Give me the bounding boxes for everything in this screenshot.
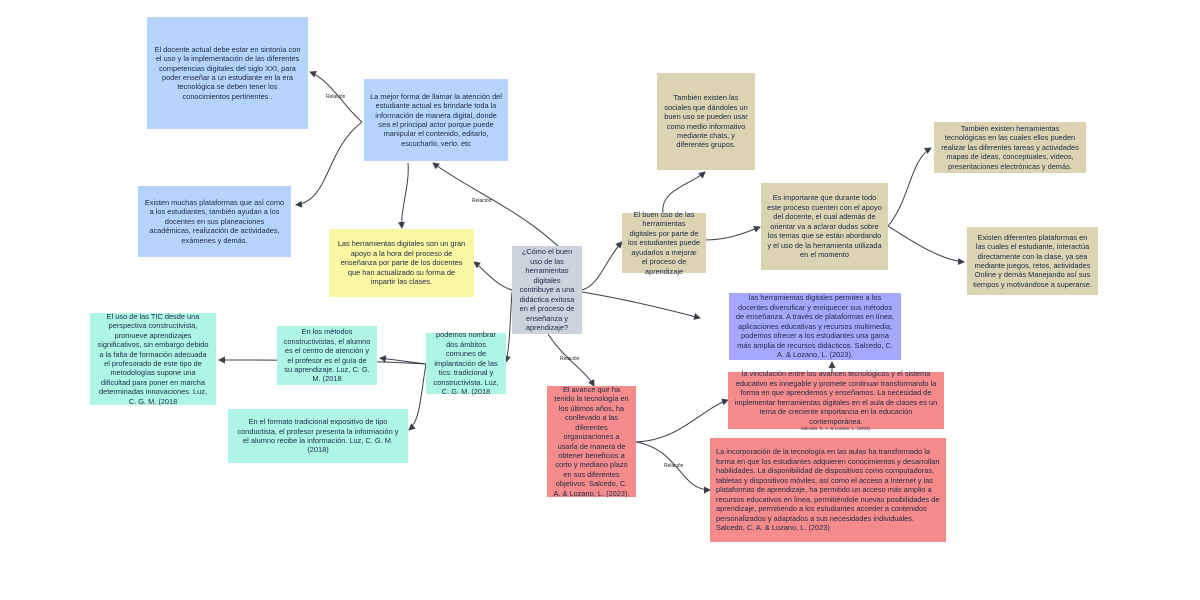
link-center-purple — [581, 291, 701, 320]
node-mint-center[interactable]: podemos nombrar dos ámbitos comunes de i… — [426, 330, 506, 396]
link-label-relacion: Relación — [326, 94, 346, 100]
link-tancenter-rightbottom — [887, 225, 965, 265]
link-tancenter-righttop — [887, 147, 932, 227]
link-mintcenter-mintmid — [379, 355, 427, 365]
node-blue-main[interactable]: La mejor forma de llamar la atención del… — [364, 79, 508, 161]
link-blue-top — [309, 70, 363, 123]
node-tan-center[interactable]: Es importante que durante todo este proc… — [761, 183, 888, 270]
link-label-relacion: Relación — [664, 463, 684, 469]
node-yellow[interactable]: Las herramientas digitales son un gran a… — [329, 229, 474, 297]
link-mintcenter-mintbottom — [408, 363, 427, 431]
node-red-main[interactable]: El avance que ha tenido la tecnología en… — [547, 385, 636, 498]
red-top-citation: Salcedo, C. A. & Lozano, L. (2023). — [800, 426, 872, 432]
node-tan-top[interactable]: También existen las sociales que dándole… — [657, 73, 755, 170]
node-mint-mid[interactable]: En los métodos constructivistas, el alum… — [277, 326, 377, 385]
link-red-redbottom — [635, 441, 711, 494]
node-tan-right-top[interactable]: También existen herramientas tecnológica… — [934, 122, 1086, 173]
link-blue-yellow — [397, 162, 409, 229]
link-center-blue — [432, 162, 561, 249]
node-mint-bottom[interactable]: En el formato tradicional expositivo de … — [228, 409, 408, 463]
link-center-red — [547, 333, 595, 387]
node-purple[interactable]: las herramientas digitales permiten a lo… — [729, 293, 901, 360]
node-tan-mid[interactable]: El buen uso de las herramientas digitale… — [622, 210, 706, 276]
node-tan-right-bottom[interactable]: Existen diferentes plataformas en las cu… — [967, 227, 1098, 295]
link-label-relacion: Relación — [472, 198, 492, 204]
node-blue-top[interactable]: El docente actual debe estar en sintonía… — [147, 17, 308, 129]
node-blue-left[interactable]: Existen muchas plataformas que así como … — [138, 186, 291, 257]
link-tanmid-tantop — [662, 171, 706, 214]
node-red-bottom[interactable]: La incorporación de la tecnología en las… — [710, 438, 946, 542]
link-red-redtop — [635, 398, 729, 443]
link-tanmid-tancenter — [704, 225, 761, 241]
link-blue-left — [295, 121, 363, 208]
link-label-relacion: Relación — [560, 356, 580, 362]
link-center-mintcenter — [503, 291, 513, 363]
node-red-top[interactable]: la vinculación entre los avances tecnoló… — [728, 369, 944, 432]
node-mint-left[interactable]: El uso de las TIC desde una perspectiva … — [90, 312, 216, 406]
node-central-question[interactable]: ¿Cómo el buen uso de las herramientas di… — [512, 246, 582, 334]
link-center-yellow — [473, 261, 513, 291]
link-center-tanmid — [581, 241, 623, 291]
